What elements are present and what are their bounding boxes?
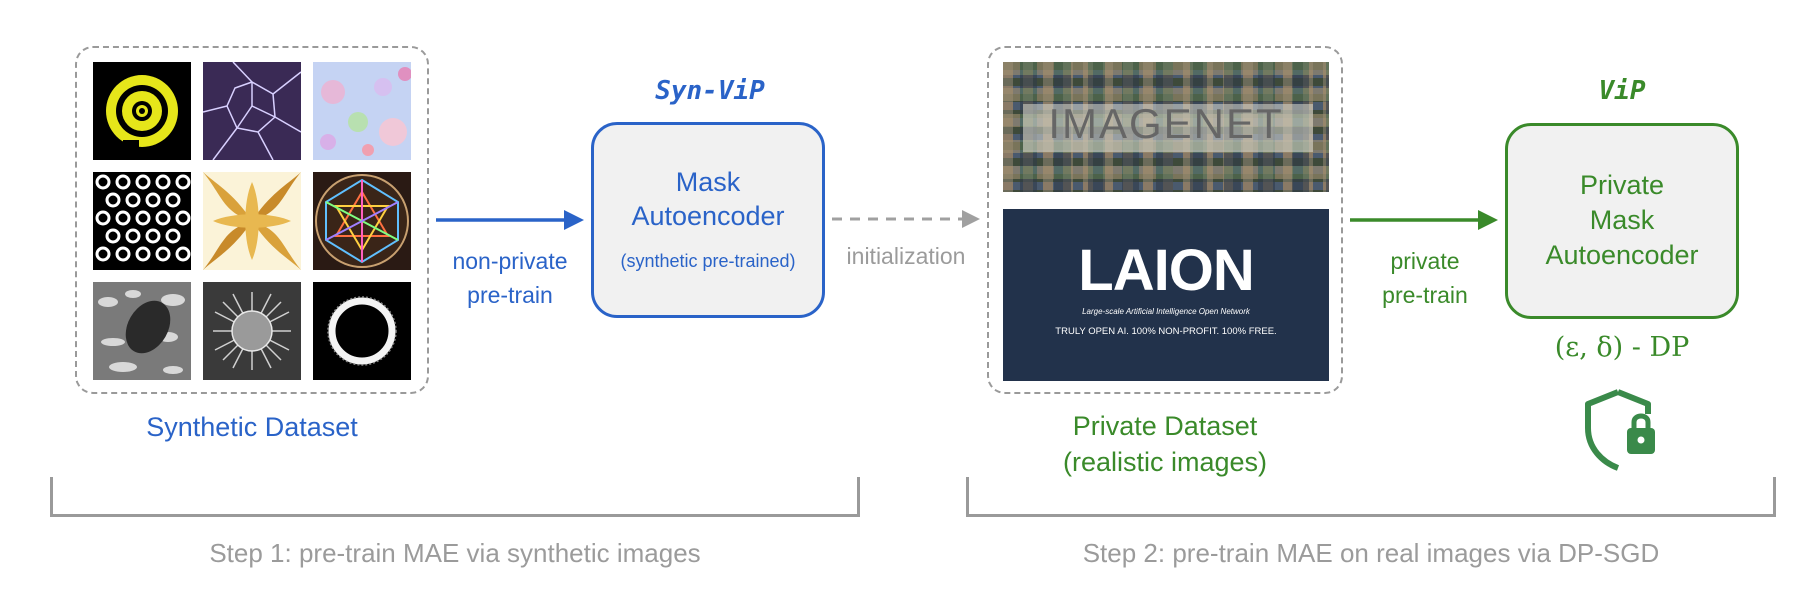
non-private-pretrain-label: non-private pre-train: [430, 244, 590, 312]
private-dataset-panel: IMAGENET LAION Large-scale Artificial In…: [987, 46, 1343, 394]
syn-vip-title: Syn-ViP: [655, 76, 765, 106]
initialization-arrow: [832, 210, 980, 228]
syn-vip-model-box: Mask Autoencoder (synthetic pre-trained): [591, 122, 825, 318]
step1-label: Step 1: pre-train MAE via synthetic imag…: [209, 538, 701, 568]
synthetic-image-colorful-mandala: [313, 172, 411, 270]
non-private-label-line1: non-private: [452, 248, 568, 274]
syn-vip-box-line2: Autoencoder: [631, 201, 785, 231]
vip-box-line1: Private: [1579, 170, 1665, 200]
imagenet-logo: IMAGENET: [1048, 100, 1284, 147]
step2-bracket: [966, 477, 1776, 517]
vip-box-line2: Mask: [1589, 205, 1655, 235]
synthetic-image-yellow-rings: [93, 62, 191, 160]
initialization-label: initialization: [846, 243, 966, 269]
private-pretrain-label: private pre-train: [1345, 244, 1505, 312]
synthetic-image-gold-cross: [203, 172, 301, 270]
non-private-pretrain-arrow: [436, 210, 584, 230]
synthetic-dataset-panel: [75, 46, 429, 394]
synthetic-image-white-ring: [313, 282, 411, 380]
synthetic-dataset-label: Synthetic Dataset: [146, 412, 358, 442]
syn-vip-box-sub: (synthetic pre-trained): [620, 251, 796, 271]
synthetic-image-hex-pattern: [93, 172, 191, 270]
synthetic-image-gray-organic: [93, 282, 191, 380]
dp-label: (ε, δ) - DP: [1554, 332, 1690, 363]
syn-vip-box-line1: Mask: [675, 167, 741, 197]
step2-label: Step 2: pre-train MAE on real images via…: [1082, 538, 1660, 568]
private-dataset-label-line2: (realistic images): [1062, 447, 1268, 477]
vip-model-box: Private Mask Autoencoder: [1505, 123, 1739, 319]
laion-motto: TRULY OPEN AI. 100% NON-PROFIT. 100% FRE…: [1055, 326, 1277, 337]
vip-box-line3: Autoencoder: [1545, 240, 1699, 270]
private-pretrain-arrow: [1350, 210, 1498, 230]
step1-bracket: [50, 477, 860, 517]
private-pretrain-line2: pre-train: [1382, 282, 1468, 308]
shield-lock-icon: [1585, 389, 1655, 471]
private-dataset-label-line1: Private Dataset: [1072, 411, 1258, 441]
synthetic-image-pastel-bubbles: [313, 62, 411, 160]
private-pretrain-line1: private: [1390, 248, 1460, 274]
laion-logo: LAION: [1078, 238, 1254, 303]
vip-title: ViP: [1598, 76, 1646, 106]
synthetic-image-purple-web: [203, 62, 301, 160]
non-private-label-line2: pre-train: [467, 282, 553, 308]
laion-image: LAION Large-scale Artificial Intelligenc…: [1003, 209, 1329, 381]
laion-tagline: Large-scale Artificial Intelligence Open…: [1082, 307, 1250, 316]
synthetic-image-spiky-sphere: [203, 282, 301, 380]
private-dataset-label: Private Dataset (realistic images): [987, 408, 1343, 480]
imagenet-image: IMAGENET: [1003, 62, 1329, 192]
